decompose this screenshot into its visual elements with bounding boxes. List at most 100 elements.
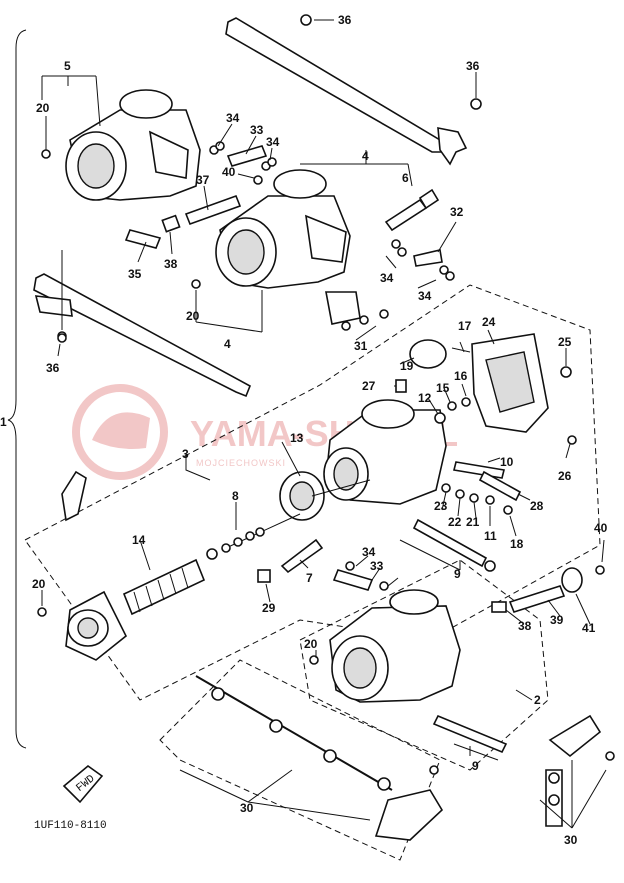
linkage-bracket-lower-right <box>545 714 615 827</box>
callout-20-left: 20 <box>32 577 46 591</box>
carburetor-1 <box>65 89 201 201</box>
callout-34-c: 34 <box>380 271 394 285</box>
needle-8 <box>206 513 301 560</box>
callout-30-left: 30 <box>240 801 254 815</box>
callout-23: 23 <box>434 499 448 513</box>
callout-9-lower: 9 <box>472 759 479 773</box>
linkage-lever-right <box>374 765 444 841</box>
clip-40-top <box>253 175 263 185</box>
carburetor-2 <box>215 169 361 325</box>
callout-21: 21 <box>466 515 480 529</box>
top-cover <box>65 590 128 661</box>
float-19 <box>409 339 447 369</box>
callout-36-top: 36 <box>338 13 352 27</box>
main-jet-12 <box>434 412 446 424</box>
callout-19: 19 <box>400 359 414 373</box>
callout-3: 3 <box>182 447 189 461</box>
callout-38-upper: 38 <box>164 257 178 271</box>
washer-15 <box>447 401 457 411</box>
callout-11: 11 <box>484 529 497 543</box>
joint-32 <box>413 249 443 267</box>
lower-rail <box>33 273 252 398</box>
diaphragm-13 <box>279 471 371 521</box>
jets-9 <box>412 518 496 572</box>
drain-screw-26 <box>567 435 577 445</box>
callout-9-upper: 9 <box>454 567 461 581</box>
callout-10: 10 <box>500 455 514 469</box>
screw-20-top <box>41 149 51 159</box>
leader-lines <box>41 19 607 829</box>
callout-34-b: 34 <box>266 135 280 149</box>
callout-14: 14 <box>132 533 146 547</box>
pilot-screw-7 <box>280 538 324 574</box>
drawing-code: 1UF110-8110 <box>34 820 107 832</box>
callout-33-lower: 33 <box>370 559 384 573</box>
callout-26: 26 <box>558 469 572 483</box>
callout-30-right: 30 <box>564 833 578 847</box>
float-pin-17 <box>451 347 471 353</box>
callout-24: 24 <box>482 315 496 329</box>
o-rings-34 <box>209 141 455 281</box>
callout-37: 37 <box>196 173 210 187</box>
callout-41: 41 <box>582 621 596 635</box>
callout-28: 28 <box>530 499 544 513</box>
callout-8: 8 <box>232 489 239 503</box>
callout-31: 31 <box>354 339 368 353</box>
callout-20-lower: 20 <box>304 637 318 651</box>
callout-36-right: 36 <box>466 59 480 73</box>
screws-31 <box>341 309 389 331</box>
throttle-shaft <box>195 675 393 791</box>
fitting-38 <box>161 214 181 233</box>
carburetor-4 <box>329 589 461 703</box>
jets-21-23 <box>441 483 513 515</box>
drain-screw-25 <box>560 366 572 378</box>
callout-34-d: 34 <box>418 289 432 303</box>
watermark-sub: MOJCIECHOWSKI <box>196 458 286 468</box>
screw-16 <box>461 397 471 407</box>
screw-20-lower <box>309 655 319 665</box>
callout-29: 29 <box>262 601 276 615</box>
screw-20-mid <box>191 279 201 289</box>
callout-40-right: 40 <box>594 521 608 535</box>
callout-1: 1 <box>0 415 7 429</box>
screw-20-left <box>37 607 47 617</box>
callout-35: 35 <box>128 267 142 281</box>
callout-16: 16 <box>454 369 468 383</box>
assembly-bracket <box>7 29 27 749</box>
pipe-33-lower <box>332 569 374 591</box>
bracket-link <box>61 470 87 522</box>
callout-20-mid: 20 <box>186 309 200 323</box>
callout-18: 18 <box>510 537 524 551</box>
callout-36-left: 36 <box>46 361 60 375</box>
screw-29 <box>257 569 271 583</box>
callout-labels: 1 2 3 4 4 5 6 7 8 9 9 10 11 12 13 14 15 … <box>0 13 608 847</box>
callout-15: 15 <box>436 381 450 395</box>
helmet-logo-icon <box>72 384 168 480</box>
callout-32: 32 <box>450 205 464 219</box>
callout-13: 13 <box>290 431 304 445</box>
callout-34-a: 34 <box>226 111 240 125</box>
rail-bolt-top <box>300 14 312 26</box>
callout-12: 12 <box>418 391 432 405</box>
callout-20-top: 20 <box>36 101 50 115</box>
clip-40-right <box>595 565 605 575</box>
callout-25: 25 <box>558 335 572 349</box>
joint-pipe-39 <box>508 585 566 613</box>
jets-9-lower <box>432 714 508 754</box>
callout-17: 17 <box>458 319 472 333</box>
callout-38-lower: 38 <box>518 619 532 633</box>
callout-6: 6 <box>402 171 409 185</box>
joint-pipe-35 <box>124 229 162 249</box>
pipe-33 <box>226 145 268 167</box>
callout-22: 22 <box>448 515 462 529</box>
callout-33-upper: 33 <box>250 123 264 137</box>
callout-4-upper: 4 <box>362 149 369 163</box>
upper-rail <box>225 17 468 166</box>
float-bowl-24 <box>471 333 549 433</box>
callout-27: 27 <box>362 379 376 393</box>
spring-screw-6 <box>384 188 440 232</box>
spring-14 <box>122 558 206 616</box>
forward-arrow-icon: FWD <box>62 764 104 804</box>
rail-bolt-right <box>470 98 482 110</box>
